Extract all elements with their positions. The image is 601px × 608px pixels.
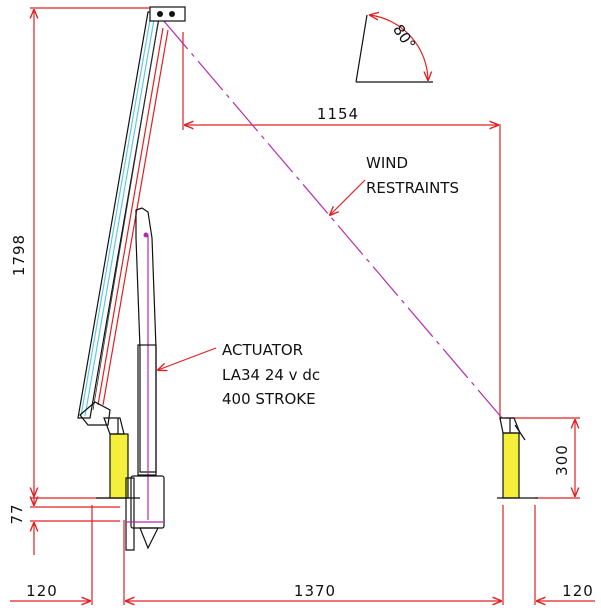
wind-restraints-line1: WIND [366,154,408,172]
dimension-offset-base: 77 [8,490,120,555]
wind-restraints-note: WIND RESTRAINTS [330,154,459,215]
wind-restraint-line [162,19,503,419]
label-right-edge: 120 [562,582,594,600]
wind-restraints-line2: RESTRAINTS [366,179,459,197]
label-width-restraint: 1154 [317,105,359,123]
label-height-total: 1798 [10,234,28,276]
actuator-line1: ACTUATOR [222,341,303,359]
window-sash [77,6,186,426]
label-base-span: 1370 [294,582,336,600]
dimension-height-post: 300 [505,417,580,499]
angle-indicator: 80° [355,15,433,83]
actuator-line3: 400 STROKE [222,390,316,408]
label-offset-base: 77 [8,503,26,524]
actuator-assembly [125,207,165,551]
left-post [96,417,140,499]
dimension-height-total: 1798 [10,7,150,499]
dimension-width-restraint: 1154 [182,32,501,420]
right-post [497,417,538,499]
actuator-line2: LA34 24 v dc [222,366,320,384]
label-height-post: 300 [553,444,571,476]
label-angle: 80° [389,21,419,53]
hinge-top [149,6,186,22]
actuator-note: ACTUATOR LA34 24 v dc 400 STROKE [158,341,320,408]
dimension-bottom-chain: 120 1370 120 [10,505,595,605]
label-left-edge: 120 [26,582,58,600]
